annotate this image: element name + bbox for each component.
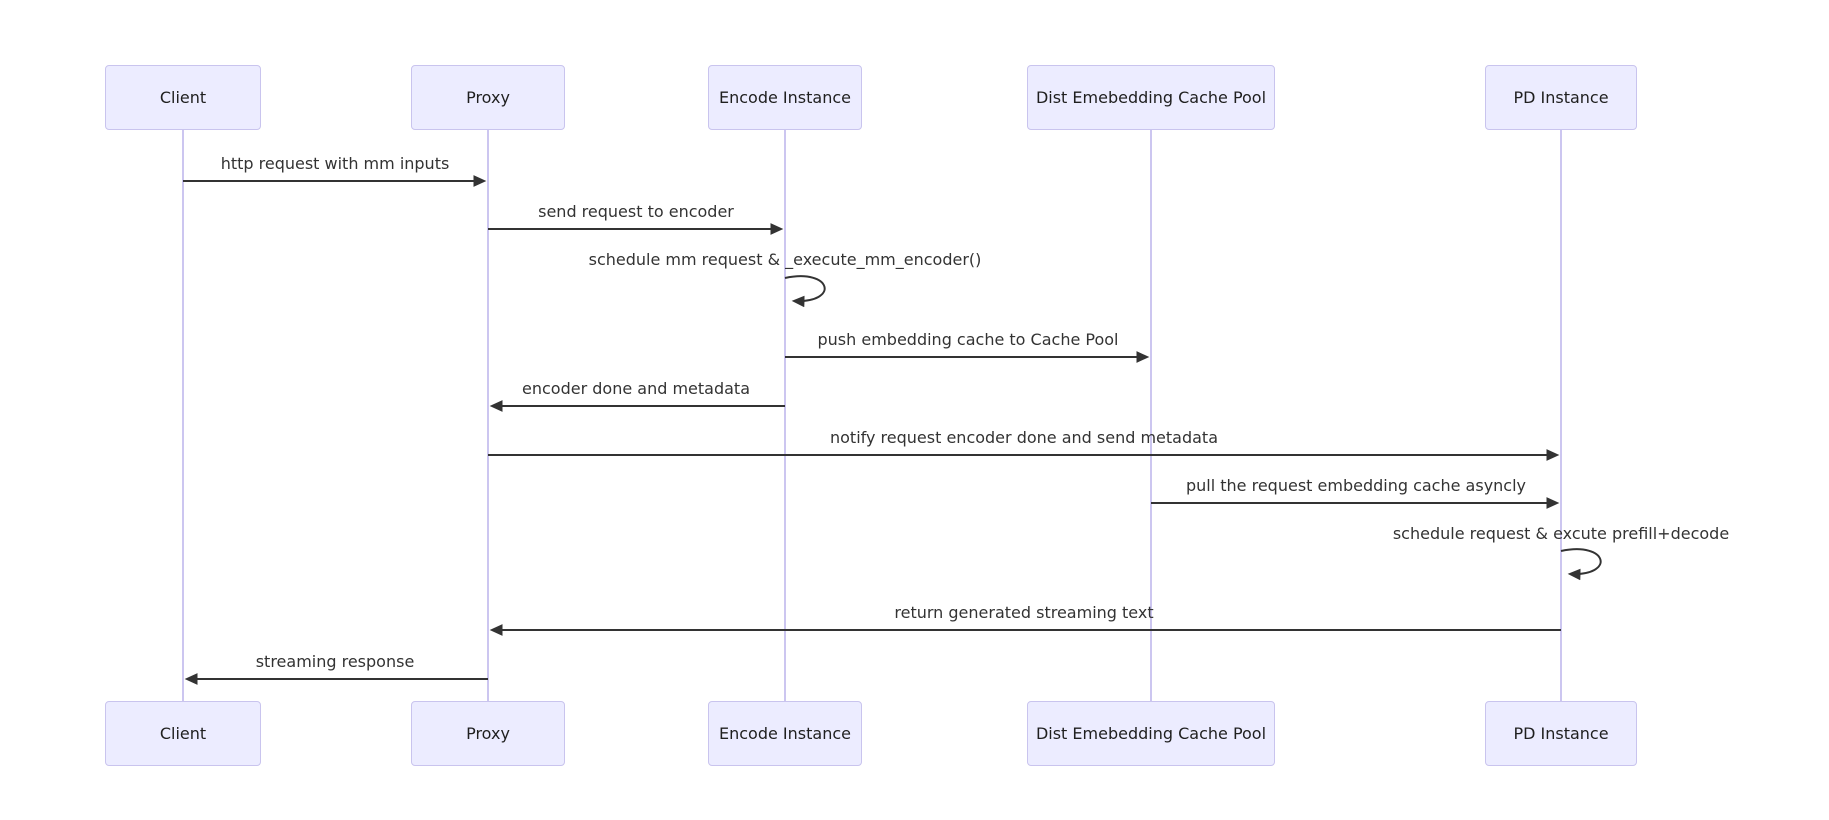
message-label-self-loop-encode: schedule mm request & _execute_mm_encode…: [588, 250, 982, 269]
actor-encode-instance-bottom: Encode Instance: [708, 701, 862, 766]
message-label-notify-encoder-done: notify request encoder done and send met…: [829, 428, 1219, 447]
message-label-send-request-to-encoder: send request to encoder: [538, 202, 734, 221]
actor-dist-embedding-cache-pool-top: Dist Emebedding Cache Pool: [1027, 65, 1275, 130]
actor-proxy-bottom: Proxy: [411, 701, 565, 766]
actor-client-bottom: Client: [105, 701, 261, 766]
arrow-self-loop-encode: [784, 275, 826, 308]
message-label-http-request: http request with mm inputs: [220, 154, 450, 173]
message-label-return-streaming-text: return generated streaming text: [894, 603, 1154, 622]
actor-dist-embedding-cache-pool-bottom: Dist Emebedding Cache Pool: [1027, 701, 1275, 766]
message-label-pull-embedding-cache: pull the request embedding cache asyncly: [1185, 476, 1527, 495]
actor-pd-instance-top: PD Instance: [1485, 65, 1637, 130]
message-label-push-embedding-cache: push embedding cache to Cache Pool: [817, 330, 1119, 349]
actor-client-top: Client: [105, 65, 261, 130]
message-label-self-loop-pd: schedule request & excute prefill+decode: [1392, 524, 1730, 543]
arrow-self-loop-pd: [1560, 548, 1602, 581]
actor-pd-instance-bottom: PD Instance: [1485, 701, 1637, 766]
message-label-streaming-response: streaming response: [255, 652, 415, 671]
actor-encode-instance-top: Encode Instance: [708, 65, 862, 130]
actor-proxy-top: Proxy: [411, 65, 565, 130]
message-label-encoder-done: encoder done and metadata: [522, 379, 750, 398]
